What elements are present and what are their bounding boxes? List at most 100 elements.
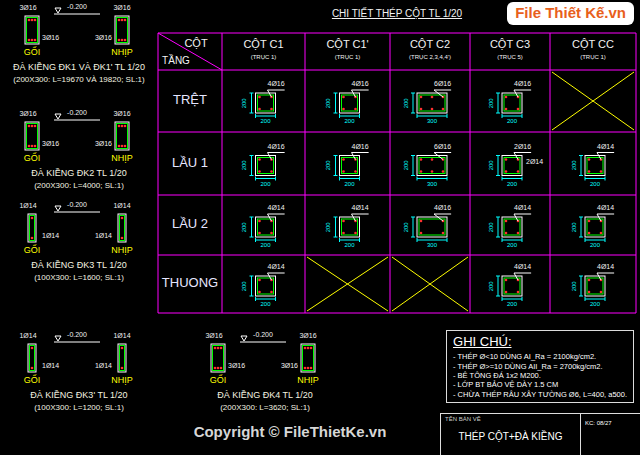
dimension-tick [502, 114, 503, 118]
rebar-dot [124, 145, 127, 148]
logo-badge: File Thiết Kế.vn [507, 2, 634, 25]
rebar-dot [505, 170, 508, 173]
table-corner-diagonal [158, 33, 222, 70]
dimension-line [335, 93, 336, 113]
dimension: 300 [427, 118, 437, 125]
level-mark: -0.200 [67, 331, 87, 339]
rebar-callout: 1Ø14 [19, 332, 36, 340]
beam-spec: (100X300: L=1600; SL:1) [34, 274, 124, 283]
dimension: 300 [427, 181, 437, 188]
column-name: CỘT C1' [326, 38, 368, 50]
rebar-dot [431, 108, 434, 111]
dimension-line [256, 116, 276, 117]
rebar-dot [307, 367, 310, 370]
rebar-callout: 2Ø14 [526, 158, 543, 166]
rebar-dot [124, 125, 127, 128]
dimension-line [581, 276, 582, 296]
dimension-tick [411, 155, 415, 156]
rebar-dot [517, 108, 520, 111]
rebar-callout: 1Ø14 [113, 202, 130, 210]
dimension-tick [275, 177, 276, 181]
beam-title: ĐÀ KIỀNG ĐK3' TL 1/20 [30, 391, 127, 401]
dimension-tick [496, 217, 500, 218]
rebar-callout: 3Ø16 [228, 362, 245, 370]
leader-line [352, 90, 356, 97]
dimension: 200 [571, 160, 578, 170]
rebar-dot [505, 158, 508, 161]
column-name: CỘT C3 [490, 38, 530, 50]
rebar-dot [588, 291, 591, 294]
rebar-dot [505, 220, 508, 223]
dimension-tick [579, 276, 583, 277]
rebar-callout: 1Ø14 [42, 362, 59, 370]
table-grid [636, 33, 637, 313]
column-section [502, 276, 522, 296]
dimension-tick [502, 177, 503, 181]
rebar-dot [124, 19, 127, 22]
dimension-tick [275, 114, 276, 118]
rebar-dot [121, 125, 124, 128]
dimension: 200 [507, 242, 517, 249]
dimension-line [256, 299, 276, 300]
rebar-callout: 3Ø16 [95, 34, 112, 42]
stirrup [419, 95, 445, 111]
dimension: 200 [325, 222, 332, 232]
dimension-tick [447, 114, 448, 118]
rebar-dot [258, 291, 261, 294]
rebar-dot [517, 170, 520, 173]
leader-line [597, 273, 614, 274]
rebar-dot [600, 170, 603, 173]
dimension: 200 [571, 281, 578, 291]
stirrup [30, 346, 35, 371]
table-grid [222, 33, 223, 313]
notes-box: GHI CHÚ:- THÉP Ø<10 DÙNG AI_Ra = 2100kg/… [446, 330, 634, 403]
section-label: NHỊP [297, 376, 319, 386]
rebar-callout: 4Ø14 [514, 204, 531, 212]
rebar-dot [121, 19, 124, 22]
rebar-dot [31, 237, 34, 240]
rebar-dot [258, 158, 261, 161]
dimension-tick [411, 217, 415, 218]
rebar-dot [270, 170, 273, 173]
dimension: 200 [590, 181, 600, 188]
level-mark: -0.200 [67, 3, 87, 11]
level-marker [55, 114, 61, 119]
leader-line [352, 152, 369, 153]
section-label: GỐI [24, 48, 41, 58]
floor-label: TRỆT [173, 93, 207, 107]
rebar-callout: 3Ø16 [113, 4, 130, 12]
dimension-line [581, 217, 582, 237]
section-label: NHỊP [111, 246, 133, 256]
stirrup [342, 219, 358, 235]
rebar-dot [214, 347, 217, 350]
level-marker [55, 336, 61, 341]
rebar-dot [258, 170, 261, 173]
dimension-tick [250, 237, 254, 238]
axis-name: (TRỤC 1) [251, 54, 277, 61]
rebar-callout: 4Ø14 [597, 143, 614, 151]
rebar-dot [121, 367, 124, 370]
title-block-cell: KC: 08/27 [580, 413, 640, 455]
leader-line [514, 152, 531, 153]
column-section [340, 156, 360, 176]
rebar-dot [124, 39, 127, 42]
rebar-dot [505, 232, 508, 235]
rebar-dot [258, 220, 261, 223]
table-title: CHI TIẾT THÉP CỘT TL 1/20 [332, 8, 462, 19]
dimension-line [498, 217, 499, 237]
rebar-dot [31, 347, 34, 350]
axis-name: (TRỤC 1) [580, 54, 606, 61]
beam-spec: (200X300: L=4000; SL:1) [34, 182, 124, 191]
rebar-callout: 1Ø14 [113, 332, 130, 340]
column-section [256, 156, 276, 176]
rebar-dot [505, 108, 508, 111]
rebar-dot [258, 232, 261, 235]
rebar-dot [258, 96, 261, 99]
rebar-dot [420, 232, 423, 235]
rebar-dot [442, 108, 445, 111]
dimension-tick [411, 175, 415, 176]
dimension: 200 [403, 98, 410, 108]
dimension: 200 [241, 281, 248, 291]
level-line [54, 212, 100, 213]
